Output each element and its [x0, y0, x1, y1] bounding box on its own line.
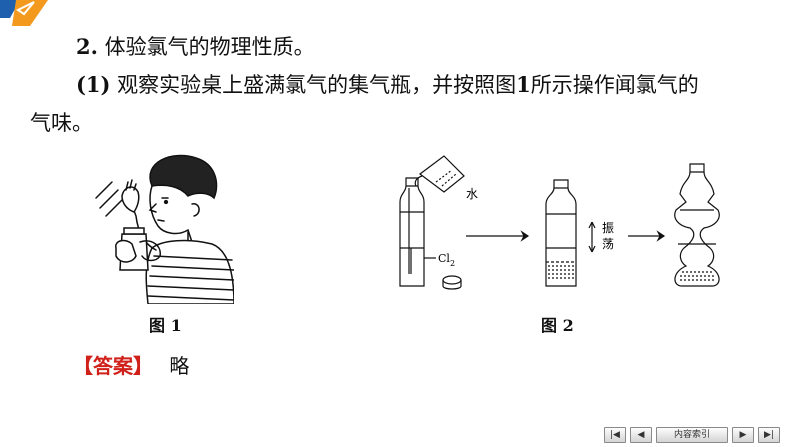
content-index-button[interactable]: 内容索引 [656, 427, 728, 443]
answer-tag: 【答案】 [73, 354, 153, 378]
figure-2-illustration: 水 Cl2 振 荡 [399, 155, 720, 290]
label-water: 水 [466, 187, 478, 201]
last-page-button[interactable]: ▶| [758, 427, 780, 443]
question-fig-ref: 1 [516, 72, 531, 97]
answer-value: 略 [169, 354, 190, 378]
prev-page-button[interactable]: ◀ [630, 427, 652, 443]
section-heading: 2. 体验氯气的物理性质。 [76, 31, 315, 61]
question-number: (1) [76, 72, 111, 97]
question-text-a: 观察实验桌上盛满氯气的集气瓶，并按照图 [117, 73, 517, 97]
slide-navigation: |◀ ◀ 内容索引 ▶ ▶| [604, 427, 780, 443]
first-page-button[interactable]: |◀ [604, 427, 626, 443]
label-shake-1: 振 [602, 221, 614, 235]
figure-2-caption: 图 2 [541, 316, 574, 335]
question-text-b: 所示操作闻氯气的 [530, 73, 699, 97]
heading-text: 体验氯气的物理性质。 [104, 35, 315, 59]
label-shake-2: 荡 [602, 237, 614, 251]
question-line-1: (1) 观察实验桌上盛满氯气的集气瓶，并按照图1所示操作闻氯气的 [76, 69, 699, 99]
question-line-2: 气味。 [30, 111, 93, 135]
corner-decoration [0, 0, 48, 26]
figure-1-illustration [95, 154, 234, 304]
next-page-button[interactable]: ▶ [732, 427, 754, 443]
answer-line: 【答案】 略 [73, 350, 189, 379]
heading-number: 2. [76, 34, 98, 59]
figure-1-caption: 图 1 [149, 316, 182, 335]
label-cl2: Cl2 [438, 252, 455, 268]
